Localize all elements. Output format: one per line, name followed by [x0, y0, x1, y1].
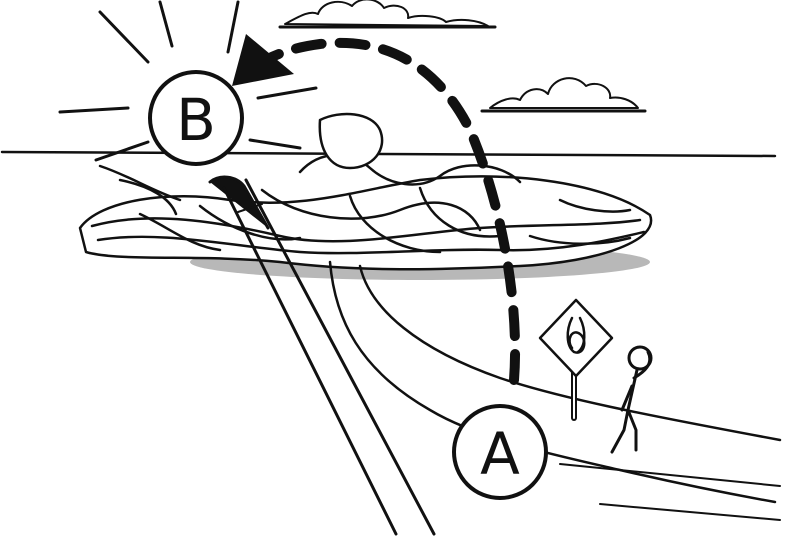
marker-b-label: B	[176, 86, 216, 154]
marker-b: B	[148, 70, 244, 166]
sun-rays	[58, 0, 318, 162]
road	[328, 260, 782, 521]
pole	[208, 175, 436, 536]
cloud-upper	[278, 0, 497, 29]
marker-a-label: A	[480, 420, 520, 488]
stick-figure-icon	[610, 345, 653, 454]
knot-warning-sign-icon	[538, 298, 614, 421]
dashed-path	[247, 37, 521, 385]
arrow-head-icon	[232, 34, 294, 86]
horizon-line	[0, 150, 777, 158]
cloud-lower	[480, 77, 647, 113]
marker-a: A	[452, 404, 548, 500]
